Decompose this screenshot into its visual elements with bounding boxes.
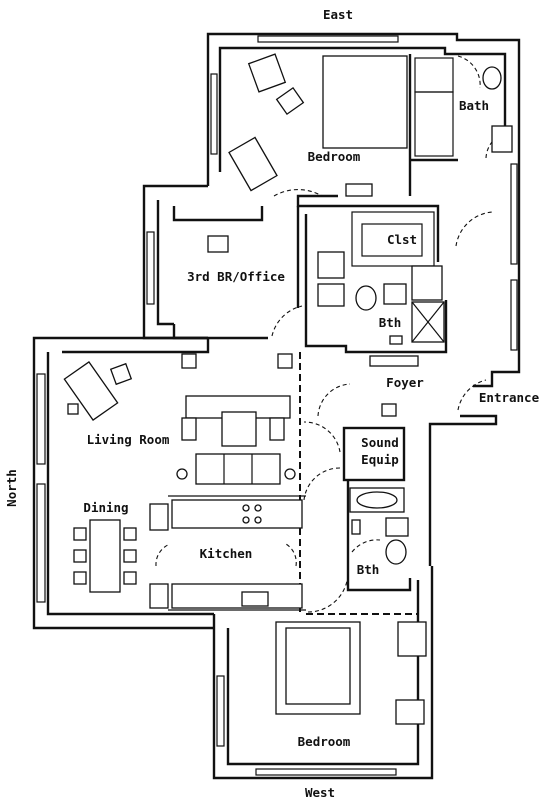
compass-north: North xyxy=(4,469,19,507)
windows xyxy=(36,35,518,776)
label-bath-small: Bth xyxy=(379,315,402,330)
label-bedroom-east: Bedroom xyxy=(308,149,361,164)
outer-walls xyxy=(32,32,521,780)
label-bedroom-west: Bedroom xyxy=(298,734,351,749)
room-labels: Bedroom Bath Clst 3rd BR/Office Bth Foye… xyxy=(83,98,539,749)
label-sound-line1: Sound xyxy=(361,435,399,450)
label-bath-west: Bth xyxy=(357,562,380,577)
label-closet: Clst xyxy=(387,232,417,247)
label-kitchen: Kitchen xyxy=(200,546,253,561)
label-entrance: Entrance xyxy=(479,390,540,405)
label-office: 3rd BR/Office xyxy=(187,269,285,284)
label-dining: Dining xyxy=(83,500,128,515)
label-living-room: Living Room xyxy=(87,432,170,447)
compass-west: West xyxy=(305,785,335,800)
label-foyer: Foyer xyxy=(386,375,424,390)
compass-east: East xyxy=(323,7,353,22)
furniture xyxy=(63,53,513,725)
label-sound-line2: Equip xyxy=(361,452,399,467)
interior-walls xyxy=(62,54,458,615)
door-swings xyxy=(155,55,509,613)
label-bath: Bath xyxy=(459,98,489,113)
